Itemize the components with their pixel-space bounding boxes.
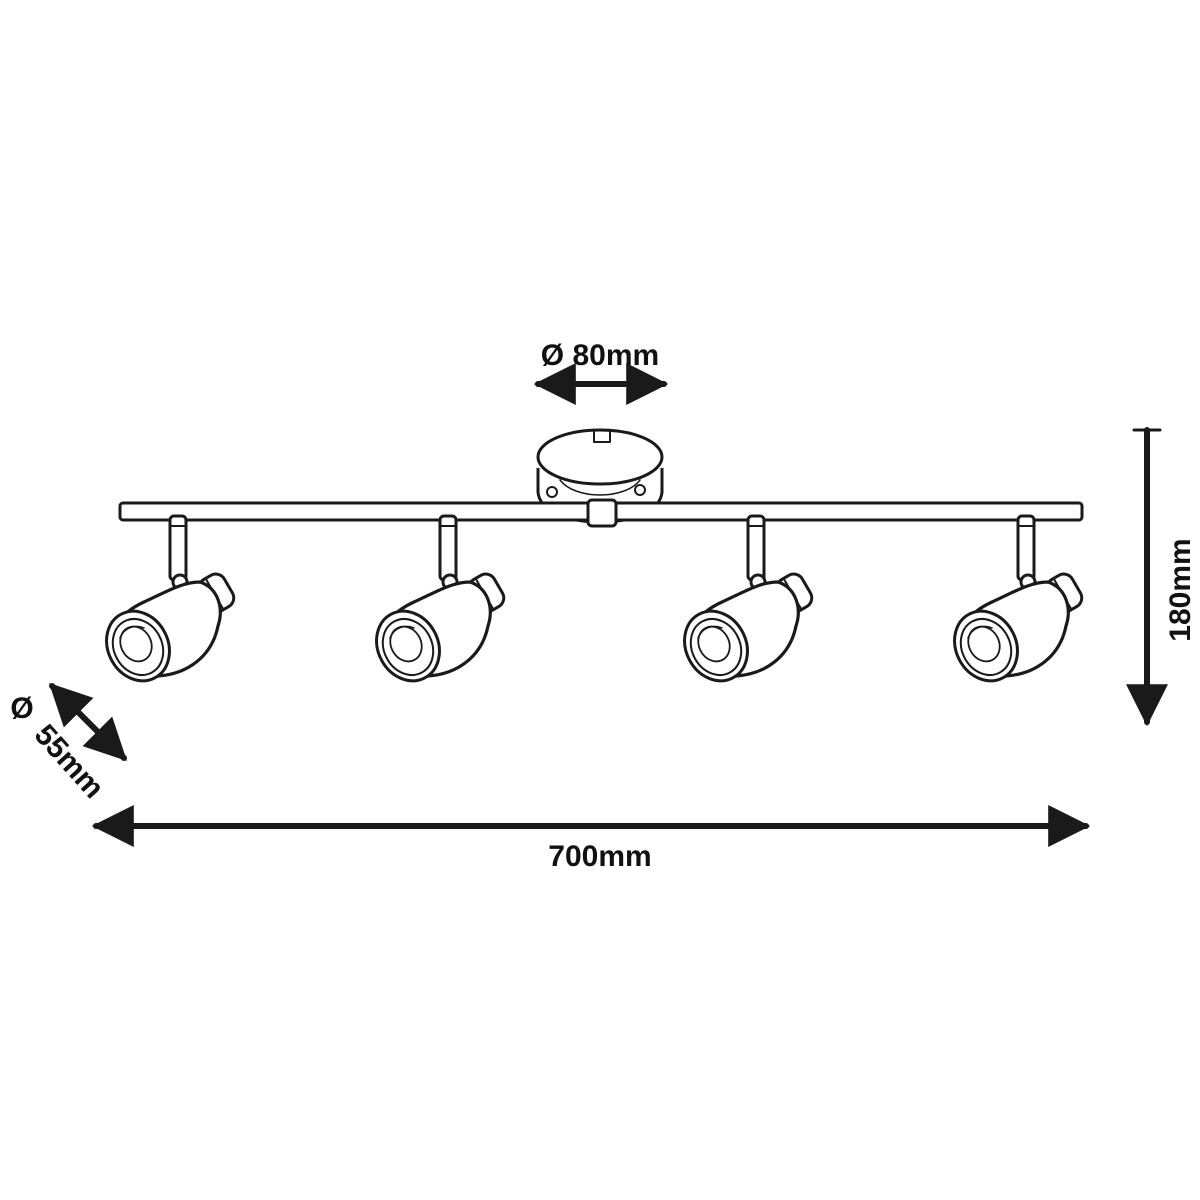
spot-diameter-symbol: Ø	[10, 692, 33, 725]
spotlight-2	[363, 514, 509, 694]
length-dimension: 700mm	[91, 805, 1091, 873]
mounting-bar	[118, 498, 1084, 528]
spotlight-4	[941, 514, 1087, 694]
length-label: 700mm	[548, 840, 651, 873]
spotlight-1	[93, 514, 239, 694]
canopy-diameter-label: Ø 80mm	[541, 339, 659, 372]
canopy-diameter-dimension: Ø 80mm	[533, 339, 669, 405]
height-dimension: 180mm	[1126, 427, 1197, 727]
spot-diameter-arrow	[49, 683, 127, 761]
spot-diameter-dimension: Ø 55mm	[10, 683, 127, 805]
height-label: 180mm	[1164, 538, 1197, 641]
spotlight-3	[671, 514, 817, 694]
